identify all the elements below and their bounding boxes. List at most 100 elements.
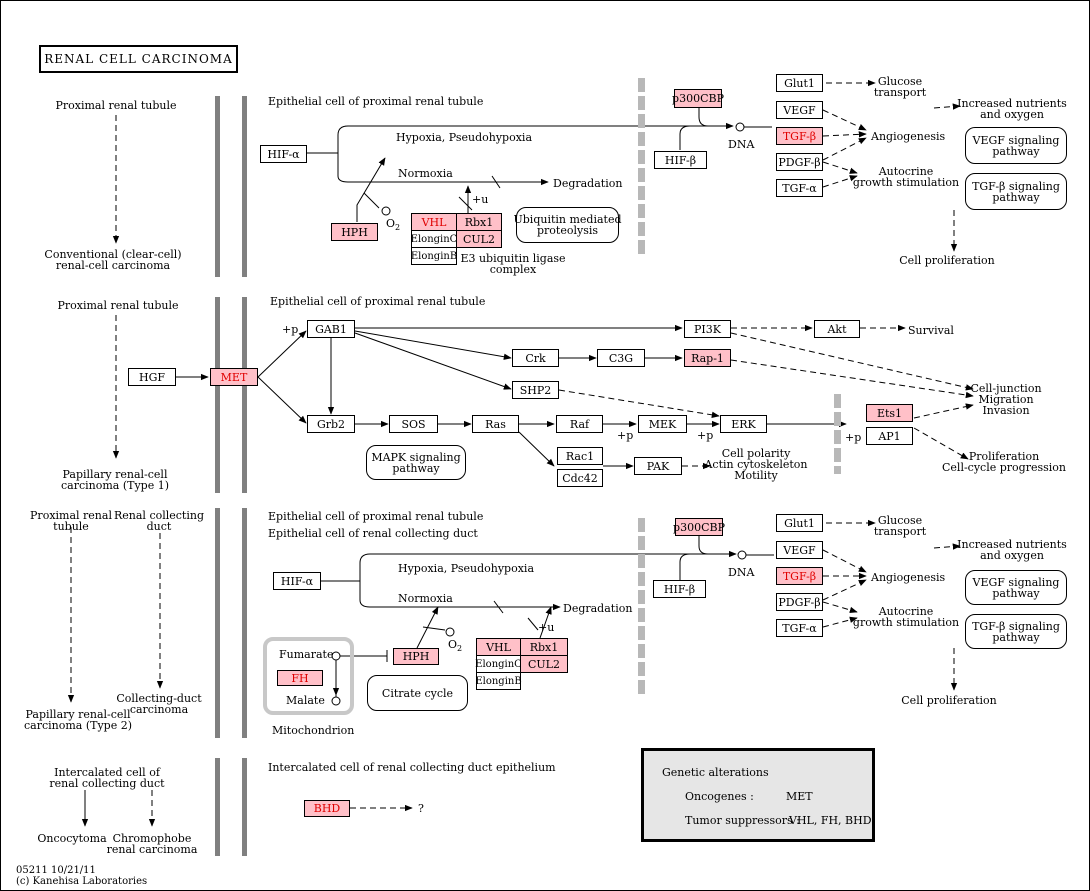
p3-fh[interactable]: FH <box>277 670 323 686</box>
p2-pak[interactable]: PAK <box>634 457 682 475</box>
p3-glut1[interactable]: Glut1 <box>776 514 823 532</box>
p3-pdgf-beta[interactable]: PDGF-β <box>776 593 823 611</box>
p2-grb2[interactable]: Grb2 <box>307 415 355 433</box>
p3-fh-label: FH <box>291 671 309 685</box>
p4-cell-label: Intercalated cell of renal collecting du… <box>268 761 556 774</box>
p3-citrate-cycle[interactable]: Citrate cycle <box>367 675 468 711</box>
p2-erk[interactable]: ERK <box>720 415 767 433</box>
p3-hph-label: HPH <box>402 650 430 663</box>
legend-tumor-suppressors-value: VHL, FH, BHD <box>789 814 872 827</box>
p3-rbx1-label: Rbx1 <box>529 640 559 654</box>
p3-rbx1[interactable]: Rbx1 <box>520 638 568 656</box>
p1-hif-beta[interactable]: HIF-β <box>654 151 707 169</box>
p3-elonginc[interactable]: ElonginC <box>475 655 522 673</box>
p1-pdgf-beta-label: PDGF-β <box>778 155 821 169</box>
p2-mek[interactable]: MEK <box>638 415 687 433</box>
p3-tgf-beta[interactable]: TGF-β <box>776 567 823 585</box>
p2-cdc42[interactable]: Cdc42 <box>557 469 603 487</box>
p1-vhl[interactable]: VHL <box>411 213 457 231</box>
p1-tgf-alpha[interactable]: TGF-α <box>776 179 823 197</box>
p2-ets1[interactable]: Ets1 <box>866 404 913 422</box>
p1-dna-label: DNA <box>728 138 755 151</box>
p1-p300cbp-label: p300CBP <box>672 92 724 105</box>
p3-vegf[interactable]: VEGF <box>776 541 823 559</box>
membrane-p3-b <box>242 508 247 738</box>
p2-akt-label: Akt <box>827 322 847 336</box>
p2-plusp-mek: +p <box>617 429 634 442</box>
p1-ubiquitin-pathway-label: Ubiquitin mediated proteolysis <box>513 213 622 237</box>
p2-mapk-pathway[interactable]: MAPK signaling pathway <box>366 445 466 480</box>
p3-pdgf-beta-label: PDGF-β <box>778 595 821 609</box>
p2-c3g[interactable]: C3G <box>597 349 645 367</box>
p1-hph[interactable]: HPH <box>331 223 378 241</box>
p1-hph-label: HPH <box>341 225 368 239</box>
p3-tgfb-pathway[interactable]: TGF-β signaling pathway <box>965 614 1067 649</box>
p2-gab1[interactable]: GAB1 <box>307 320 355 338</box>
p3-hif-alpha[interactable]: HIF-α <box>273 572 321 590</box>
diagram-title-text: RENAL CELL CARCINOMA <box>44 52 233 66</box>
p1-vegf-pathway[interactable]: VEGF signaling pathway <box>965 127 1067 164</box>
p1-elonginc[interactable]: ElonginC <box>411 230 457 248</box>
p2-shp2[interactable]: SHP2 <box>512 381 559 399</box>
p1-cul2[interactable]: CUL2 <box>456 230 502 248</box>
membrane-p1-b <box>242 96 247 277</box>
p3-vhl[interactable]: VHL <box>476 638 521 656</box>
p2-ap1[interactable]: AP1 <box>866 427 913 445</box>
footer-id-date: 05211 10/21/11 <box>16 865 96 876</box>
membrane-p4-b <box>242 758 247 856</box>
p3-tgf-alpha[interactable]: TGF-α <box>776 619 823 637</box>
p2-pi3k[interactable]: PI3K <box>684 320 731 338</box>
p3-elonginb-label: ElonginB <box>475 675 522 687</box>
p3-fumarate-label: Fumarate <box>279 648 334 661</box>
p2-mapk-pathway-label: MAPK signaling pathway <box>371 450 461 475</box>
p2-rac1[interactable]: Rac1 <box>557 447 603 465</box>
p1-tgf-beta[interactable]: TGF-β <box>776 127 823 145</box>
p3-hif-beta[interactable]: HIF-β <box>653 580 706 598</box>
p1-glut1[interactable]: Glut1 <box>776 74 823 92</box>
p4-bhd[interactable]: BHD <box>304 800 350 817</box>
p2-raf[interactable]: Raf <box>556 415 603 433</box>
p3-cell-label-1: Epithelial cell of proximal renal tubule <box>268 510 484 523</box>
label-proximal-tubule-3: Proximal renal tubule <box>30 509 112 533</box>
p2-rap1[interactable]: Rap-1 <box>684 349 731 367</box>
p3-elonginb[interactable]: ElonginB <box>475 672 522 690</box>
p3-p300cbp[interactable]: p300CBP <box>673 518 725 536</box>
p3-vegf-pathway-label: VEGF signaling pathway <box>972 575 1060 600</box>
p3-mitochondrion <box>263 637 354 715</box>
p1-pdgf-beta[interactable]: PDGF-β <box>776 153 823 171</box>
p3-dna-label: DNA <box>728 566 755 579</box>
p2-crk[interactable]: Crk <box>512 349 559 367</box>
p1-hif-alpha[interactable]: HIF-α <box>260 145 307 163</box>
p1-elonginb-label: ElonginB <box>410 250 458 262</box>
p2-hgf[interactable]: HGF <box>128 368 176 386</box>
p1-rbx1-label: Rbx1 <box>464 215 494 229</box>
p2-ras[interactable]: Ras <box>472 415 519 433</box>
p1-tgfb-pathway[interactable]: TGF-β signaling pathway <box>965 173 1067 210</box>
p3-p300cbp-label: p300CBP <box>673 520 725 534</box>
p2-cdc42-label: Cdc42 <box>562 471 598 485</box>
p3-hph[interactable]: HPH <box>393 648 439 665</box>
legend-title: Genetic alterations <box>662 766 769 779</box>
p3-degradation-label: Degradation <box>563 602 633 615</box>
p3-cell-label-2: Epithelial cell of renal collecting duct <box>268 527 478 540</box>
p3-elonginc-label: ElonginC <box>475 658 522 670</box>
p2-met[interactable]: MET <box>210 368 258 386</box>
p1-vegf[interactable]: VEGF <box>776 101 823 119</box>
p1-cul2-label: CUL2 <box>463 232 495 246</box>
p2-akt[interactable]: Akt <box>814 320 860 338</box>
p3-cul2[interactable]: CUL2 <box>520 655 568 673</box>
p3-vhl-label: VHL <box>486 640 511 654</box>
p1-glucose-transport: Glucose transport <box>873 75 927 99</box>
p2-ets1-label: Ets1 <box>876 406 903 420</box>
p2-sos[interactable]: SOS <box>389 415 438 433</box>
p1-p300cbp[interactable]: p300CBP <box>672 89 724 108</box>
p1-vegf-label: VEGF <box>783 103 816 117</box>
membrane-p2-a <box>215 297 220 493</box>
p3-vegf-pathway[interactable]: VEGF signaling pathway <box>965 570 1067 605</box>
p1-elonginb[interactable]: ElonginB <box>411 247 457 265</box>
p1-normoxia-label: Normoxia <box>398 167 453 180</box>
p1-cell-label: Epithelial cell of proximal renal tubule <box>268 95 484 108</box>
p1-ubiquitin-pathway[interactable]: Ubiquitin mediated proteolysis <box>513 207 622 243</box>
p1-rbx1[interactable]: Rbx1 <box>456 213 502 231</box>
p2-plusp-gab1: +p <box>282 323 299 336</box>
